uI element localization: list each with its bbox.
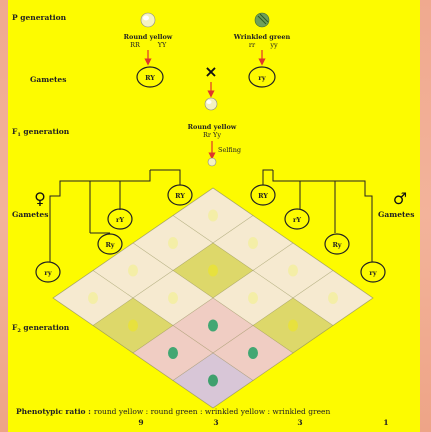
male-gamete-ry3: Ry [325, 234, 349, 254]
punnett-seed-icon [88, 292, 98, 304]
f2-generation-label: F2 generation [12, 323, 70, 334]
female-gamete-ry3: Ry [98, 234, 122, 254]
punnett-seed-icon [128, 265, 138, 277]
punnett-seed-icon [208, 375, 218, 387]
p-generation-label: P generation [12, 13, 67, 22]
punnett-seed-icon [328, 292, 338, 304]
f1-genotype: Rr Yy [203, 131, 221, 139]
ratio-value-round-green: 3 [213, 418, 218, 427]
phenotypic-ratio-line: Phenotypic ratio :round yellow : round g… [16, 407, 330, 416]
male-gamete-ry2: rY [285, 209, 309, 229]
svg-text:Ry: Ry [332, 241, 341, 249]
parent1-name: Round yellow [124, 33, 173, 41]
ratio-value-wrinkled-yellow: 3 [297, 418, 302, 427]
female-gamete-ry2: rY [108, 209, 132, 229]
phenotypic-ratio-text: round yellow : round green : wrinkled ye… [94, 407, 331, 416]
punnett-seed-icon [248, 292, 258, 304]
f1-name: Round yellow [188, 123, 237, 131]
punnett-seed-icon [288, 320, 298, 332]
male-gamete-ry4: ry [361, 262, 385, 282]
female-symbol: ♀ [34, 189, 46, 208]
parent1-genotype1: RR [130, 41, 141, 49]
ratio-value-round-yellow: 9 [138, 418, 143, 427]
svg-text:ry: ry [369, 269, 376, 277]
parent2-genotype1: rr [249, 41, 256, 49]
parent2-genotype2: yy [269, 41, 278, 49]
parent2-seed-icon [255, 13, 269, 27]
p-gametes-label: Gametes [30, 75, 66, 84]
svg-text:rY: rY [293, 216, 301, 224]
svg-text:RY: RY [175, 192, 185, 200]
male-gamete-ry1: RY [251, 185, 275, 205]
punnett-seed-icon [168, 347, 178, 359]
punnett-square [53, 188, 373, 408]
ratio-value-wrinkled-green: 1 [383, 418, 388, 427]
punnett-seed-icon [248, 237, 258, 249]
male-symbol: ♂ [393, 189, 407, 208]
f1-generation-label: F1 generation [12, 127, 70, 138]
f1-selfed-seed-icon [208, 158, 216, 166]
svg-text:ry: ry [44, 269, 51, 277]
punnett-seed-icon [288, 265, 298, 277]
svg-text:Ry: Ry [105, 241, 114, 249]
svg-text:ry: ry [258, 74, 265, 82]
parent1-genotype2: YY [157, 41, 167, 49]
punnett-seed-icon [128, 320, 138, 332]
p-gamete-left: RY [137, 67, 163, 87]
female-gametes-label: Gametes [12, 210, 48, 219]
svg-text:rY: rY [116, 216, 124, 224]
parent2-name: Wrinkled green [233, 33, 291, 41]
punnett-seed-icon [248, 347, 258, 359]
cross-symbol: × [204, 62, 217, 81]
f1-seed-icon [205, 98, 217, 110]
punnett-seed-icon [168, 237, 178, 249]
male-gametes-label: Gametes [378, 210, 414, 219]
punnett-seed-icon [208, 265, 218, 277]
phenotypic-ratio-label: Phenotypic ratio : [16, 407, 91, 416]
female-gamete-ry4: ry [36, 262, 60, 282]
punnett-seed-icon [208, 210, 218, 222]
p-gamete-right: ry [249, 67, 275, 87]
svg-text:RY: RY [258, 192, 268, 200]
female-gamete-ry1: RY [168, 185, 192, 205]
parent1-seed-icon [141, 13, 155, 27]
svg-text:RY: RY [145, 74, 155, 82]
punnett-seed-icon [208, 320, 218, 332]
selfing-label: Selfing [218, 146, 241, 154]
punnett-seed-icon [168, 292, 178, 304]
